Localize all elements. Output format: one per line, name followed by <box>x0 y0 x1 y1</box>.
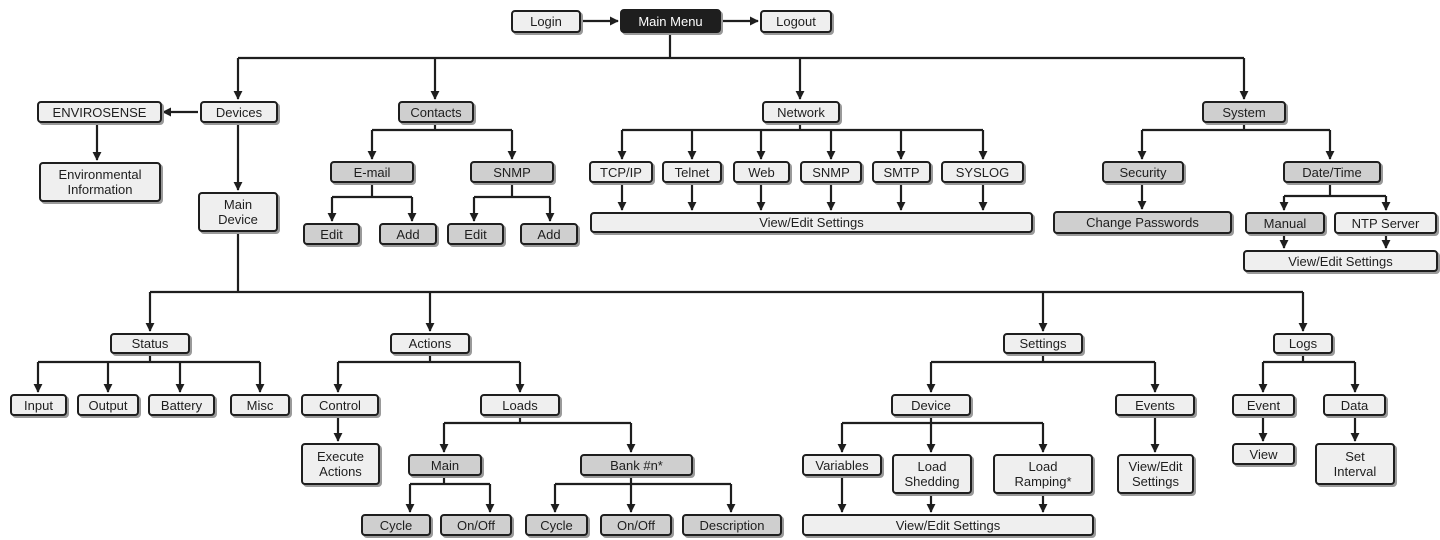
loads-node[interactable]: Loads <box>480 394 560 416</box>
actions-node[interactable]: Actions <box>390 333 470 354</box>
settings-node[interactable]: Settings <box>1003 333 1083 354</box>
status-node[interactable]: Status <box>110 333 190 354</box>
system-node[interactable]: System <box>1202 101 1286 123</box>
contacts-node[interactable]: Contacts <box>398 101 474 123</box>
email-add-node[interactable]: Add <box>379 223 437 245</box>
manual-node[interactable]: Manual <box>1245 212 1325 234</box>
datetime-view-edit-settings-node[interactable]: View/Edit Settings <box>1243 250 1438 272</box>
web-node[interactable]: Web <box>733 161 790 183</box>
load-ramping-node[interactable]: Load Ramping* <box>993 454 1093 494</box>
main-onoff-node[interactable]: On/Off <box>440 514 512 536</box>
input-node[interactable]: Input <box>10 394 67 416</box>
bank-cycle-node[interactable]: Cycle <box>525 514 588 536</box>
variables-node[interactable]: Variables <box>802 454 882 476</box>
bank-onoff-node[interactable]: On/Off <box>600 514 672 536</box>
syslog-node[interactable]: SYSLOG <box>941 161 1024 183</box>
main-device-node[interactable]: Main Device <box>198 192 278 232</box>
battery-node[interactable]: Battery <box>148 394 215 416</box>
email-node[interactable]: E-mail <box>330 161 414 183</box>
network-snmp-node[interactable]: SNMP <box>800 161 862 183</box>
telnet-node[interactable]: Telnet <box>662 161 722 183</box>
change-passwords-node[interactable]: Change Passwords <box>1053 211 1232 234</box>
logout-node[interactable]: Logout <box>760 10 832 33</box>
environmental-information-node[interactable]: Environmental Information <box>39 162 161 202</box>
network-node[interactable]: Network <box>762 101 840 123</box>
misc-node[interactable]: Misc <box>230 394 290 416</box>
events-view-edit-settings-node[interactable]: View/Edit Settings <box>1117 454 1194 494</box>
data-node[interactable]: Data <box>1323 394 1386 416</box>
device-node[interactable]: Device <box>891 394 971 416</box>
snmp-add-node[interactable]: Add <box>520 223 578 245</box>
execute-actions-node[interactable]: Execute Actions <box>301 443 380 485</box>
output-node[interactable]: Output <box>77 394 139 416</box>
email-edit-node[interactable]: Edit <box>303 223 360 245</box>
description-node[interactable]: Description <box>682 514 782 536</box>
view-node[interactable]: View <box>1232 443 1295 465</box>
snmp-edit-node[interactable]: Edit <box>447 223 504 245</box>
main-menu-node[interactable]: Main Menu <box>620 9 721 33</box>
devices-node[interactable]: Devices <box>200 101 278 123</box>
events-node[interactable]: Events <box>1115 394 1195 416</box>
contacts-snmp-node[interactable]: SNMP <box>470 161 554 183</box>
load-shedding-node[interactable]: Load Shedding <box>892 454 972 494</box>
network-view-edit-settings-node[interactable]: View/Edit Settings <box>590 212 1033 233</box>
set-interval-node[interactable]: Set Interval <box>1315 443 1395 485</box>
main-cycle-node[interactable]: Cycle <box>361 514 431 536</box>
security-node[interactable]: Security <box>1102 161 1184 183</box>
control-node[interactable]: Control <box>301 394 379 416</box>
ntp-server-node[interactable]: NTP Server <box>1334 212 1437 234</box>
tcpip-node[interactable]: TCP/IP <box>589 161 653 183</box>
settings-view-edit-settings-node[interactable]: View/Edit Settings <box>802 514 1094 536</box>
login-node[interactable]: Login <box>511 10 581 33</box>
bank-node[interactable]: Bank #n* <box>580 454 693 476</box>
date-time-node[interactable]: Date/Time <box>1283 161 1381 183</box>
smtp-node[interactable]: SMTP <box>872 161 931 183</box>
event-node[interactable]: Event <box>1232 394 1295 416</box>
logs-node[interactable]: Logs <box>1273 333 1333 354</box>
envirosense-node[interactable]: ENVIROSENSE <box>37 101 162 123</box>
main-node[interactable]: Main <box>408 454 482 476</box>
